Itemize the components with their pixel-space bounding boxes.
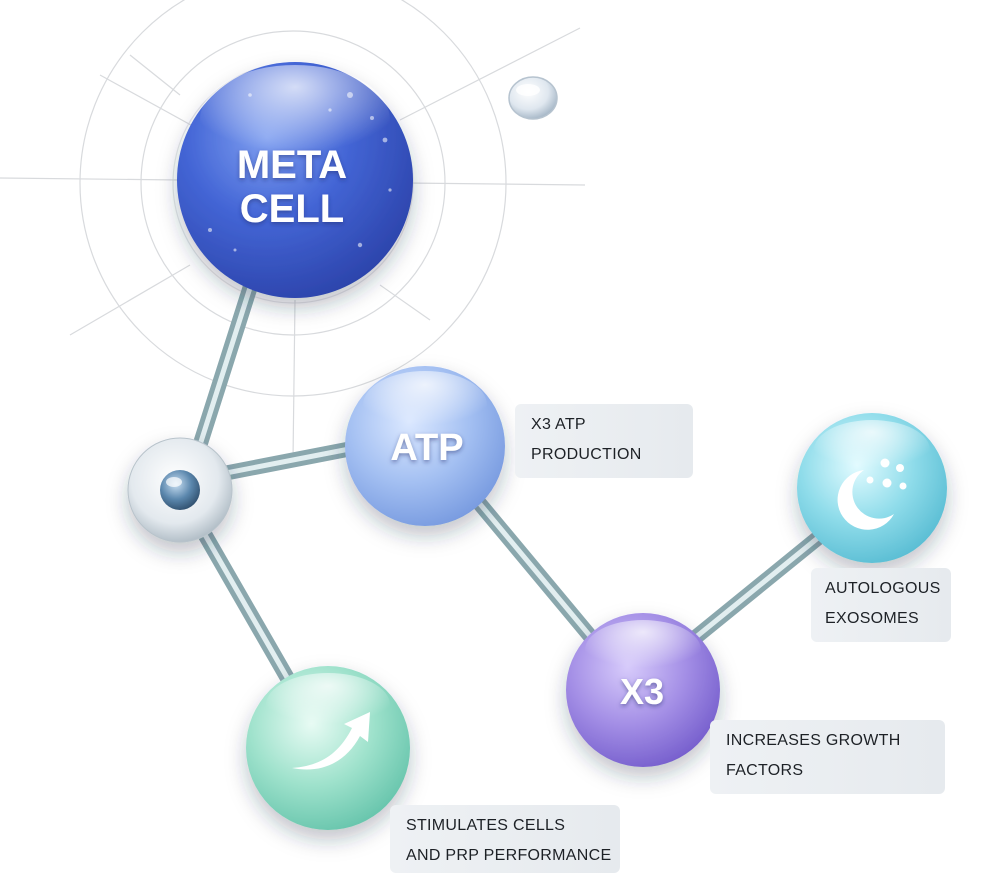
stimulate-label-line2: AND PRP PERFORMANCE	[406, 847, 612, 864]
water-droplet	[508, 76, 558, 120]
atp-node	[345, 366, 505, 526]
exosomes-label-line2: EXOSOMES	[825, 610, 919, 627]
exosome-node	[797, 413, 947, 563]
x3-node	[566, 613, 720, 767]
stimulates-label: STIMULATES CELLS AND PRP PERFORMANCE	[390, 805, 620, 873]
atp-node-label: ATP	[390, 427, 463, 469]
connectors	[177, 264, 848, 708]
growth-label-line2: FACTORS	[726, 762, 804, 779]
atp-label-line1: X3 ATP	[531, 416, 586, 433]
growth-label-line1: INCREASES GROWTH	[726, 732, 901, 749]
atp-label-line2: PRODUCTION	[531, 446, 642, 463]
growth-factors-label: INCREASES GROWTH FACTORS	[710, 720, 945, 794]
x3-node-label: X3	[620, 671, 664, 712]
orbit-rings	[0, 0, 586, 461]
exosomes-label-line1: AUTOLOGOUS	[825, 580, 941, 597]
hub-node	[127, 437, 233, 543]
meta-cell-line2: CELL	[240, 187, 344, 231]
stimulate-node	[246, 666, 410, 830]
meta-cell-node	[177, 62, 413, 298]
stimulate-label-line1: STIMULATES CELLS	[406, 817, 566, 834]
atp-label: X3 ATP PRODUCTION	[515, 404, 693, 478]
exosomes-label: AUTOLOGOUS EXOSOMES	[811, 568, 951, 642]
arrow-up-right-icon	[292, 712, 370, 770]
meta-cell-line1: META	[237, 143, 347, 187]
moon-dots-icon	[837, 458, 907, 530]
